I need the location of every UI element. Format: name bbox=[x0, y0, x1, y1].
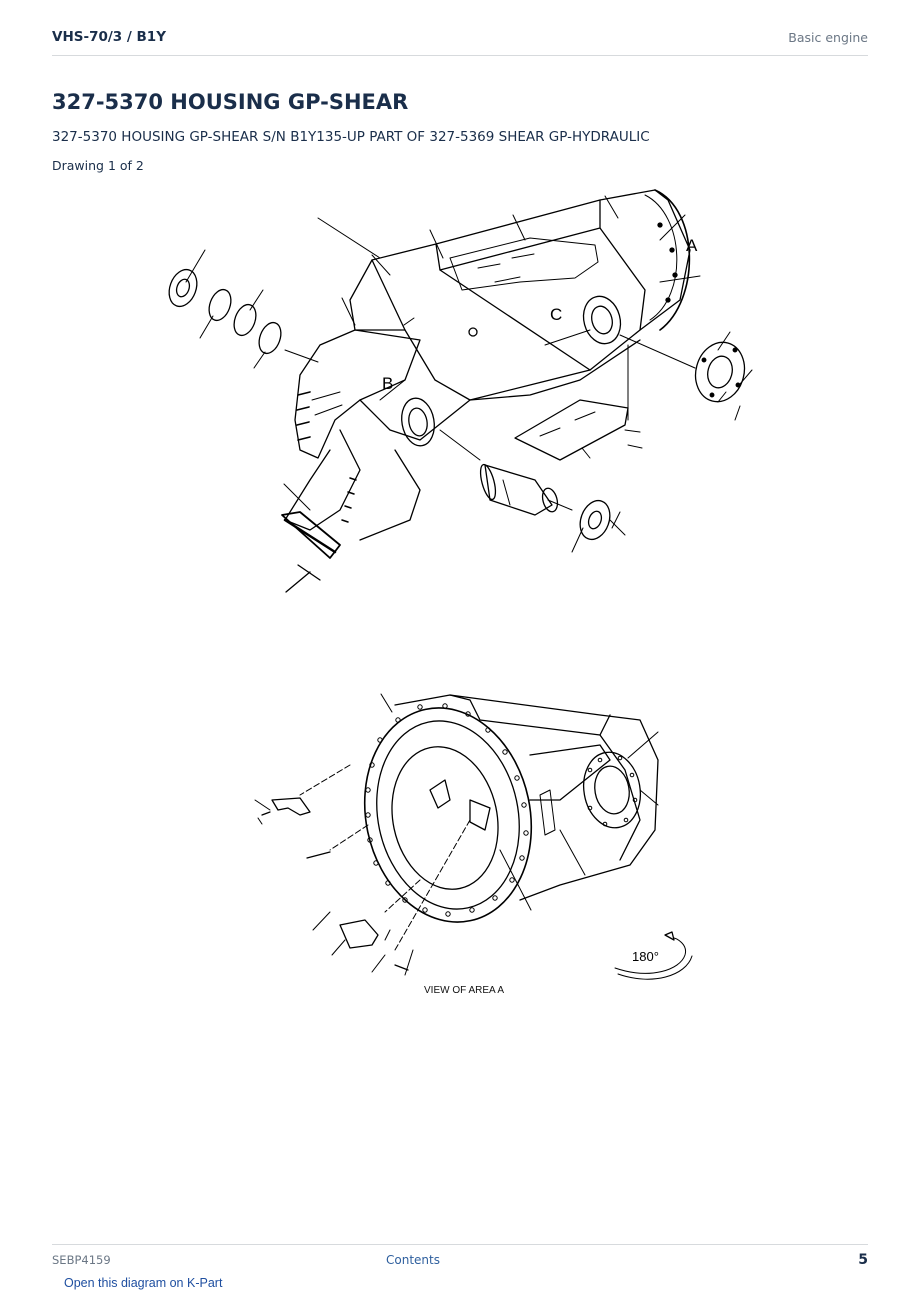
area-label-b: B bbox=[382, 374, 393, 393]
page-title: 327-5370 HOUSING GP-SHEAR bbox=[52, 90, 409, 114]
header-section: Basic engine bbox=[788, 30, 868, 45]
shear-housing-exploded bbox=[168, 189, 746, 593]
footer-divider bbox=[52, 1244, 868, 1245]
contents-link[interactable]: Contents bbox=[386, 1253, 440, 1267]
kpart-link[interactable]: Open this diagram on K-Part bbox=[64, 1276, 223, 1290]
drawing-counter: Drawing 1 of 2 bbox=[52, 158, 144, 173]
header-model: VHS-70/3 / B1Y bbox=[52, 29, 166, 45]
area-a-view bbox=[261, 694, 693, 980]
view-caption: VIEW OF AREA A bbox=[424, 985, 505, 996]
page-subtitle: 327-5370 HOUSING GP-SHEAR S/N B1Y135-UP … bbox=[52, 129, 650, 145]
footer-doc-number: SEBP4159 bbox=[52, 1253, 111, 1267]
callout-leaders-top bbox=[185, 195, 753, 553]
header-divider bbox=[52, 55, 868, 56]
area-label-a: A bbox=[686, 236, 698, 255]
page-number: 5 bbox=[858, 1252, 868, 1268]
callout-leaders-bottom bbox=[254, 693, 659, 976]
rotation-label: 180° bbox=[632, 949, 659, 964]
area-label-c: C bbox=[550, 305, 562, 324]
